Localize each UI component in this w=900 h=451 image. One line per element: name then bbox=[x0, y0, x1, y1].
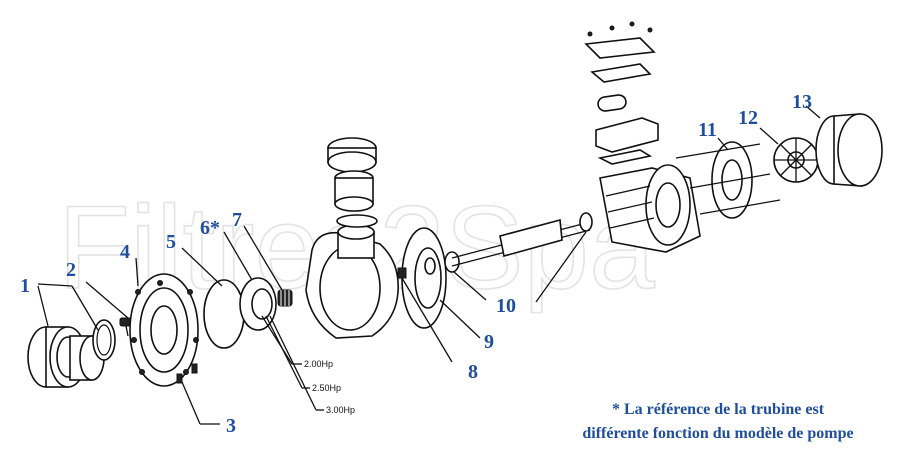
hp-label-2-00: 2.00Hp bbox=[304, 359, 333, 369]
footnote: * La référence de la trubine est différe… bbox=[540, 398, 896, 446]
label-part-5: 5 bbox=[166, 231, 176, 253]
part-11-end-bracket bbox=[675, 141, 781, 219]
part-13-fan-cover bbox=[815, 113, 883, 187]
footnote-line-2: différente fonction du modèle de pompe bbox=[582, 425, 854, 442]
terminal-box bbox=[584, 21, 659, 165]
label-part-1: 1 bbox=[20, 275, 30, 297]
top-union-nut bbox=[327, 137, 377, 173]
part-5-o-ring bbox=[203, 279, 245, 349]
part-12-fan bbox=[773, 137, 819, 183]
label-part-3: 3 bbox=[226, 415, 236, 437]
leader-lines bbox=[37, 105, 821, 425]
part-8-screw bbox=[397, 267, 407, 279]
top-o-ring bbox=[336, 214, 378, 228]
label-part-13: 13 bbox=[792, 91, 812, 113]
label-part-12: 12 bbox=[738, 107, 758, 129]
label-part-4: 4 bbox=[120, 241, 130, 263]
label-part-10: 10 bbox=[496, 295, 516, 317]
part-10-rotor-shaft bbox=[444, 212, 593, 273]
label-part-8: 8 bbox=[468, 361, 478, 383]
top-tail-piece bbox=[334, 170, 374, 212]
part-6-impeller bbox=[239, 277, 277, 331]
label-part-6: 6* bbox=[200, 217, 220, 239]
footnote-line-1: * La référence de la trubine est bbox=[611, 401, 825, 418]
label-part-7: 7 bbox=[232, 209, 242, 231]
part-1-union bbox=[27, 319, 116, 388]
motor-body bbox=[599, 164, 701, 253]
label-part-2: 2 bbox=[66, 259, 76, 281]
hp-label-3-00: 3.00Hp bbox=[326, 405, 355, 415]
part-7-seal bbox=[277, 289, 293, 307]
label-part-9: 9 bbox=[484, 331, 494, 353]
hp-label-2-50: 2.50Hp bbox=[312, 383, 341, 393]
part-3-screws bbox=[176, 363, 198, 384]
label-part-11: 11 bbox=[698, 119, 717, 141]
part-4-front-cover bbox=[129, 273, 199, 387]
part-9-back-plate bbox=[401, 227, 447, 329]
